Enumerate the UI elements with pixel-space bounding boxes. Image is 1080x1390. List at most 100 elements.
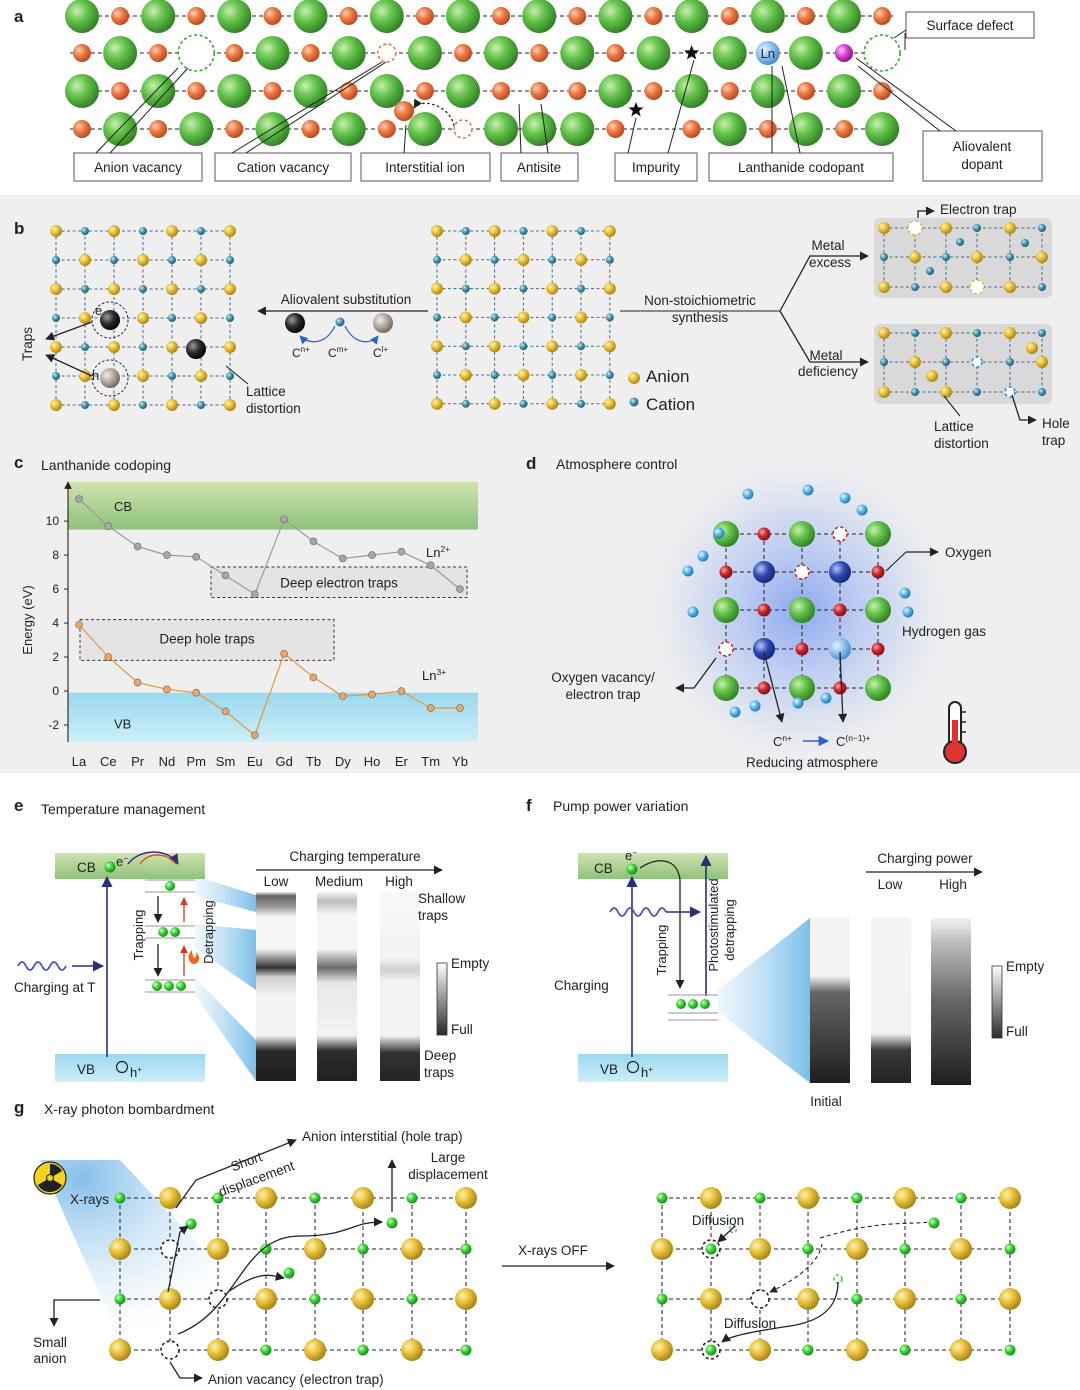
- g-left-cation: [159, 1288, 181, 1310]
- displaced-anion-mid: [283, 1267, 295, 1279]
- electron-label-e: e−: [116, 854, 128, 869]
- oxygen-vacancy: [718, 641, 734, 657]
- g-left-vacancy: [208, 1289, 228, 1309]
- b-left-cation: [168, 372, 176, 380]
- electron-f: [626, 863, 638, 875]
- x-tick-label: Nd: [159, 754, 176, 769]
- b-left-anion: [108, 399, 120, 411]
- anion-ion: [750, 0, 785, 33]
- b-def-cation: [1038, 388, 1046, 396]
- b-left-cation: [81, 227, 89, 235]
- b-left-cation: [168, 314, 176, 322]
- metal-deficiency-arrow: [779, 310, 869, 367]
- traps-arrow-e: [45, 321, 93, 341]
- b-mid-anion: [603, 225, 616, 237]
- anion-ion: [560, 112, 595, 146]
- b-mid-anion: [546, 282, 559, 295]
- b-mid-anion: [603, 340, 616, 353]
- b-mid-cation: [519, 399, 528, 408]
- panel-g-letter: g: [14, 1098, 24, 1117]
- b-mid-cation: [548, 313, 557, 322]
- charging-power-label: Charging power: [877, 851, 973, 866]
- g-right-small-anion: [802, 1344, 814, 1356]
- b-mid-cation: [433, 255, 441, 264]
- g-left-cation: [455, 1288, 477, 1310]
- g-right-cation: [651, 1238, 673, 1260]
- panel-c: c Lanthanide codoping Energy (eV) CBVBDe…: [14, 453, 478, 769]
- b-left-cation: [81, 285, 89, 293]
- xrays-off-label: X-rays OFF: [518, 1243, 588, 1258]
- g-left-cation: [255, 1288, 277, 1310]
- oxygen-ion: [757, 681, 771, 695]
- b-left-cation: [168, 256, 176, 264]
- reduced-cation: [829, 638, 851, 660]
- oxygen-ion: [795, 642, 809, 656]
- b-left-cation: [226, 372, 234, 380]
- anion-ion: [446, 74, 480, 108]
- reducing-atmosphere-label: Reducing atmosphere: [746, 755, 878, 770]
- x-tick-label: Eu: [247, 754, 263, 769]
- electron-trap-site: [969, 279, 985, 295]
- cation-ion: [758, 120, 777, 138]
- b-left-cation: [52, 372, 60, 380]
- ion-cm: [335, 317, 345, 327]
- cation-large: [713, 597, 739, 623]
- b-left-cation: [139, 401, 147, 409]
- g-left-small-anion: [260, 1344, 272, 1356]
- hydrogen-molecule: [713, 527, 725, 539]
- lattice-distortion-right-2: distortion: [934, 436, 989, 451]
- b-left-anion: [108, 283, 120, 295]
- b-excess-cation: [1006, 253, 1014, 261]
- antisite-ion: [522, 112, 557, 146]
- g-right-refilled-anion: [705, 1344, 717, 1356]
- b-excess-cation: [973, 224, 981, 232]
- legend-anion-marker: [628, 372, 640, 384]
- series-line-0: [78, 498, 461, 596]
- impurity-label: Impurity: [632, 160, 680, 175]
- oxygen-ion: [719, 565, 733, 579]
- cation-ion: [796, 82, 815, 100]
- power-high-label: High: [939, 877, 967, 892]
- oxygen-ion: [833, 603, 847, 617]
- b-left-anion: [79, 312, 91, 324]
- legend-anion-label: Anion: [646, 367, 689, 386]
- impurity-star-1: [684, 45, 700, 60]
- deep-hole-box: [79, 619, 335, 661]
- cation-vacancy-label: Cation vacancy: [237, 160, 330, 175]
- series-point-0: [163, 551, 171, 559]
- b-def-cation: [880, 358, 888, 366]
- cone-shallow: [195, 876, 256, 912]
- g-right-refilled-anion: [705, 1243, 717, 1255]
- cation-ion: [835, 120, 853, 138]
- cation-blue: [753, 638, 775, 660]
- anion-ion: [598, 0, 633, 33]
- detrapping-label-e: Detrapping: [201, 900, 216, 964]
- b-mid-cation: [461, 342, 470, 351]
- lattice-distortion-left-2: distortion: [246, 401, 301, 416]
- hydrogen-molecule: [792, 697, 804, 709]
- cation-ion: [873, 7, 892, 25]
- panel-e: e Temperature management CB VB h+ e− Cha…: [14, 796, 490, 1082]
- b-mid-cation: [577, 284, 585, 293]
- radiation-icon: [33, 1161, 67, 1195]
- g-right-cation: [797, 1288, 819, 1310]
- small-anion-arrow: [49, 1299, 100, 1327]
- series-point-1: [251, 731, 259, 740]
- cation-ion: [606, 120, 625, 138]
- cation-ion: [339, 7, 358, 25]
- cone-f: [718, 918, 810, 1083]
- initial-label: Initial: [810, 1094, 842, 1109]
- cn-arrow: [763, 651, 785, 723]
- b-left-cation: [139, 227, 147, 235]
- x-tick-label: Gd: [275, 754, 292, 769]
- hydrogen-molecule: [839, 492, 851, 504]
- cation-ion: [492, 82, 511, 100]
- series-point-0: [397, 547, 406, 556]
- b-mid-anion: [431, 340, 443, 353]
- charging-wave-e: [17, 961, 67, 971]
- x-tick-label: Sm: [216, 754, 236, 769]
- hydrogen-molecule: [687, 606, 699, 618]
- trapped-electron-shallow: [165, 881, 175, 891]
- lattice-distortion-leader-right: [943, 395, 961, 417]
- series-point-0: [338, 554, 347, 563]
